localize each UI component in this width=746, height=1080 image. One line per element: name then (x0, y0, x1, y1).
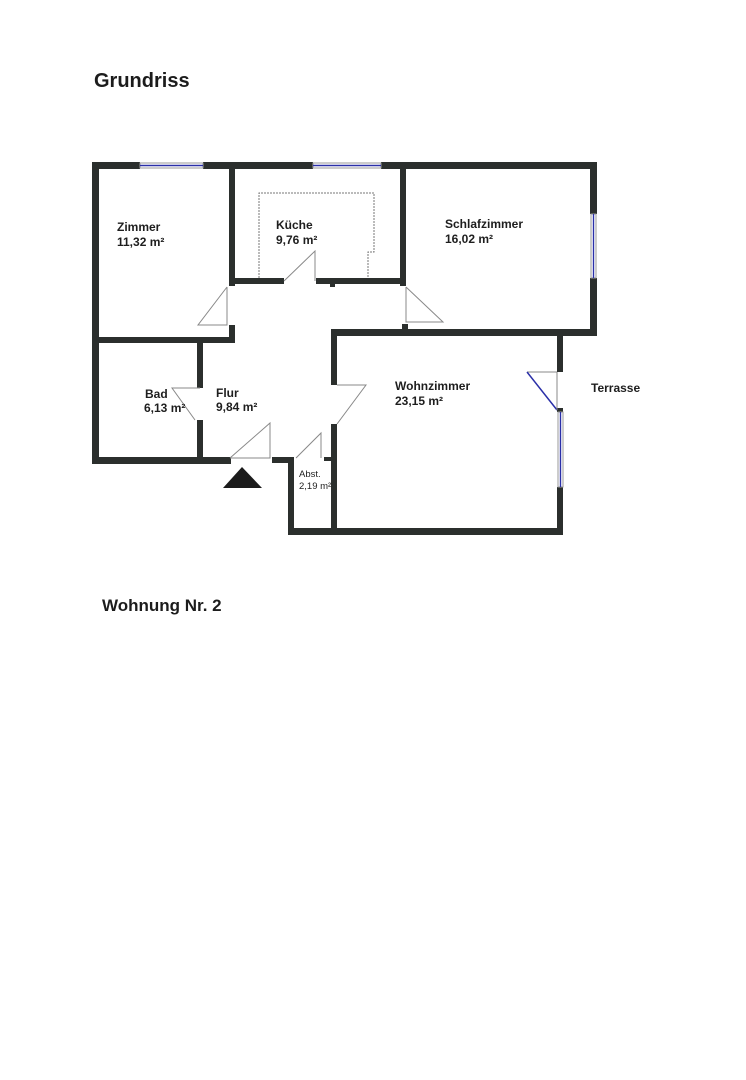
room-name-bad: Bad (145, 387, 168, 401)
doors (171, 249, 558, 459)
room-name-kueche: Küche (276, 218, 313, 232)
room-area-abstellraum: 2,19 m² (299, 481, 331, 492)
room-name-wohnzimmer: Wohnzimmer (395, 379, 470, 393)
room-area-wohnzimmer: 23,15 m² (395, 394, 443, 408)
walls (92, 162, 597, 535)
room-name-schlafzimmer: Schlafzimmer (445, 217, 523, 231)
room-area-kueche: 9,76 m² (276, 233, 317, 247)
kitchen-counter (258, 192, 375, 278)
apartment-label: Wohnung Nr. 2 (102, 596, 222, 615)
room-name-flur: Flur (216, 386, 239, 400)
room-area-schlafzimmer: 16,02 m² (445, 232, 493, 246)
entrance-triangle-icon (223, 467, 262, 488)
terrasse-label: Terrasse (591, 381, 640, 395)
room-area-flur: 9,84 m² (216, 400, 257, 414)
room-area-bad: 6,13 m² (144, 401, 185, 415)
windows (139, 162, 597, 488)
room-area-zimmer: 11,32 m² (117, 235, 164, 249)
room-name-zimmer: Zimmer (117, 220, 161, 234)
room-name-abstellraum: Abst. (299, 469, 321, 480)
page-title: Grundriss (94, 70, 190, 92)
